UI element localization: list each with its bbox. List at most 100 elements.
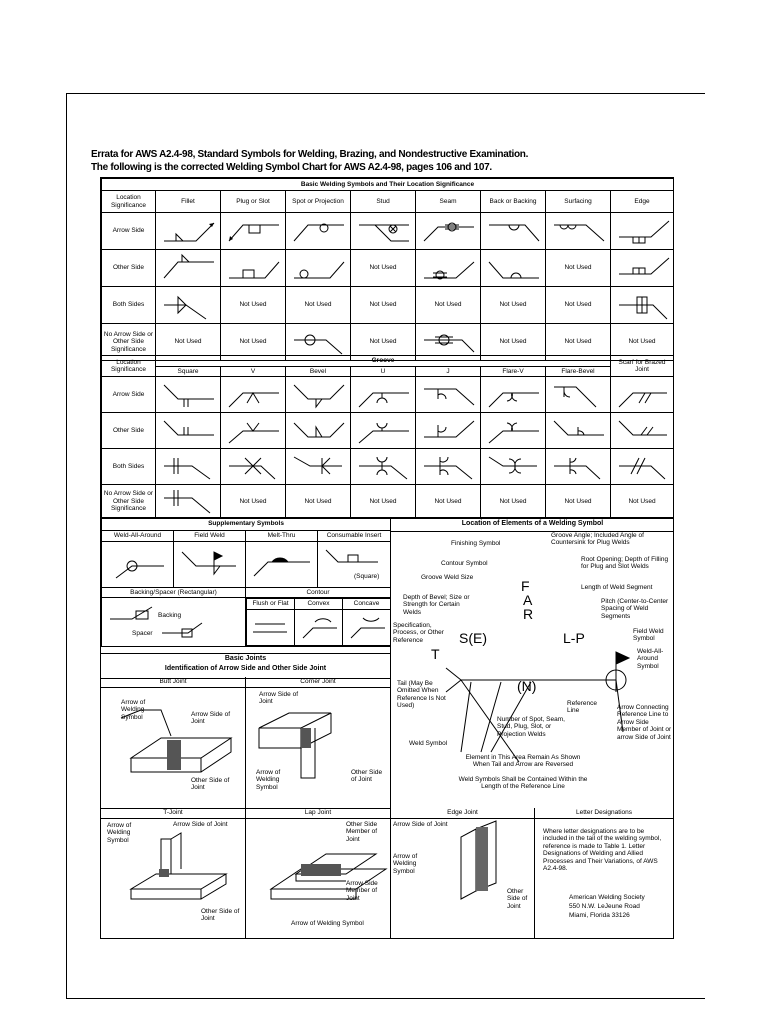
- edge-none-not-used: Not Used: [609, 323, 675, 361]
- t-joint-title: T-Joint: [163, 809, 183, 816]
- field-weld-label: Field Weld Symbol: [633, 628, 664, 643]
- root-letter-r: R: [523, 606, 534, 622]
- letter-designations-title: Letter Designations: [575, 809, 632, 816]
- col-spot: Spot or Projection: [285, 190, 351, 213]
- lap-joint-title: Lap Joint: [304, 809, 332, 816]
- back-none-not-used: Not Used: [480, 323, 546, 361]
- plug-other-symbol: [220, 249, 286, 287]
- specification-label: Specification, Process, or Other Referen…: [393, 622, 444, 644]
- length-pitch-label: L-P: [563, 630, 585, 646]
- scarf-arrow-symbol: [610, 376, 675, 413]
- finish-letter-f: F: [521, 578, 530, 594]
- j-arrow-symbol: [415, 376, 481, 413]
- scarf-none-not-used: Not Used: [610, 484, 675, 519]
- scarf-both-symbol: [610, 448, 675, 485]
- groove-row-arrow: Arrow Side: [101, 376, 156, 413]
- basic-joints-header: Basic Joints Identification of Arrow Sid…: [101, 653, 390, 679]
- edge-arrow-of-welding-symbol: Arrow of Welding Symbol: [393, 853, 418, 875]
- stud-arrow-symbol: [350, 212, 416, 250]
- seam-none-symbol: [415, 323, 481, 361]
- arrow-connecting-label: Arrow Connecting Reference Line to Arrow…: [617, 704, 672, 741]
- butt-joint-title: Butt Joint: [159, 678, 187, 685]
- corner-joint-title: Corner Joint: [300, 678, 336, 685]
- edge-arrow-symbol: [609, 212, 675, 250]
- size-letter-se: S(E): [459, 630, 487, 646]
- convex-symbol: [294, 609, 343, 646]
- col-j: J: [415, 366, 481, 377]
- groove-weld-size-label: Groove Weld Size: [421, 574, 474, 581]
- u-both-symbol: [350, 448, 416, 485]
- groove-row-other: Other Side: [101, 412, 156, 449]
- depth-bevel-label: Depth of Bevel; Size or Strength for Cer…: [403, 594, 470, 616]
- lap-arrow-of-welding-symbol: Arrow of Welding Symbol: [291, 920, 364, 927]
- t-other-side: Other Side of Joint: [201, 908, 240, 923]
- location-title: Location of Elements of a Welding Symbol: [461, 520, 604, 527]
- back-arrow-symbol: [480, 212, 546, 250]
- reference-line-label: Reference Line: [567, 700, 597, 715]
- col-concave: Concave: [342, 598, 390, 610]
- flare-v-arrow-symbol: [480, 376, 546, 413]
- aws-name: American Welding Society: [569, 894, 645, 901]
- flare-v-other-symbol: [480, 412, 546, 449]
- loc-significance-header: Location Significance: [101, 190, 156, 213]
- groove-angle-label: Groove Angle; Included Angle of Counters…: [551, 532, 644, 547]
- bottom-joints-row: T-Joint Lap Joint Edge Joint Letter Desi…: [101, 808, 673, 938]
- edge-joint-title: Edge Joint: [447, 809, 478, 816]
- plug-both-not-used: Not Used: [220, 286, 286, 324]
- col-back: Back or Backing: [480, 190, 546, 213]
- scarf-other-symbol: [610, 412, 675, 449]
- col-consumable-insert: Consumable Insert: [316, 530, 392, 542]
- number-label-n: (N): [517, 678, 537, 694]
- col-bevel: Bevel: [285, 366, 351, 377]
- butt-corner-section: Butt Joint Corner Joint Arrow of Welding…: [101, 677, 390, 809]
- col-fillet: Fillet: [155, 190, 221, 213]
- u-other-symbol: [350, 412, 416, 449]
- weld-all-around-label: Weld-All-Around Symbol: [637, 648, 664, 670]
- col-flare-v: Flare-V: [480, 366, 546, 377]
- edge-both-symbol: [609, 286, 675, 324]
- tail-letter-t: T: [431, 646, 440, 662]
- stud-other-not-used: Not Used: [350, 249, 416, 287]
- row-arrow-side: Arrow Side: [101, 212, 156, 250]
- identification-title: Identification of Arrow Side and Other S…: [164, 665, 327, 672]
- col-edge: Edge: [609, 190, 675, 213]
- col-convex: Convex: [294, 598, 343, 610]
- v-other-symbol: [220, 412, 286, 449]
- aws-address: 550 N.W. LeJeune Road: [569, 903, 640, 910]
- lap-arrow-side-member: Arrow Side Member of Joint: [346, 880, 378, 902]
- surfacing-both-not-used: Not Used: [545, 286, 611, 324]
- basic-symbols-table: Basic Welding Symbols and Their Location…: [100, 178, 675, 361]
- number-of-welds-label: Number of Spot, Seam, Stud, Plug, Slot, …: [497, 716, 565, 738]
- spot-other-symbol: [285, 249, 351, 287]
- bevel-both-symbol: [285, 448, 351, 485]
- edge-other-side: Other Side of Joint: [507, 888, 528, 910]
- groove-row-none: No Arrow Side or Other Side Significance: [101, 484, 156, 519]
- j-both-symbol: [415, 448, 481, 485]
- errata-title: Errata for AWS A2.4-98, Standard Symbols…: [91, 149, 529, 160]
- bevel-arrow-symbol: [285, 376, 351, 413]
- basic-symbols-title: Basic Welding Symbols and Their Location…: [100, 178, 675, 191]
- flush-symbol: [246, 609, 295, 646]
- v-arrow-symbol: [220, 376, 286, 413]
- bottom-joints-drawing: [129, 820, 497, 900]
- supplementary-table: Supplementary Symbols Weld-All-Around Fi…: [100, 517, 392, 647]
- concave-symbol: [342, 609, 390, 646]
- weld-all-around-symbol: [101, 541, 174, 588]
- flare-bevel-other-symbol: [544, 412, 612, 449]
- square-none-symbol: [155, 484, 221, 519]
- col-v: V: [220, 366, 286, 377]
- row-other-side: Other Side: [101, 249, 156, 287]
- backing-label: Backing: [158, 612, 182, 619]
- flare-bevel-none-not-used: Not Used: [544, 484, 612, 519]
- document-page: [66, 93, 705, 999]
- seam-other-symbol: [415, 249, 481, 287]
- butt-arrow-of-welding-symbol: Arrow of Welding Symbol: [121, 699, 146, 721]
- backing-spacer-cell: Backing Spacer: [101, 597, 246, 647]
- tail-label: Tail (May Be Omitted When Reference Is N…: [397, 680, 446, 710]
- location-diagram: [445, 651, 631, 763]
- groove-title: Groove: [154, 355, 612, 367]
- corner-other-side: Other Side of Joint: [351, 769, 383, 784]
- melt-thru-symbol: [245, 541, 318, 588]
- surfacing-other-not-used: Not Used: [545, 249, 611, 287]
- col-flare-bevel: Flare-Bevel: [544, 366, 612, 377]
